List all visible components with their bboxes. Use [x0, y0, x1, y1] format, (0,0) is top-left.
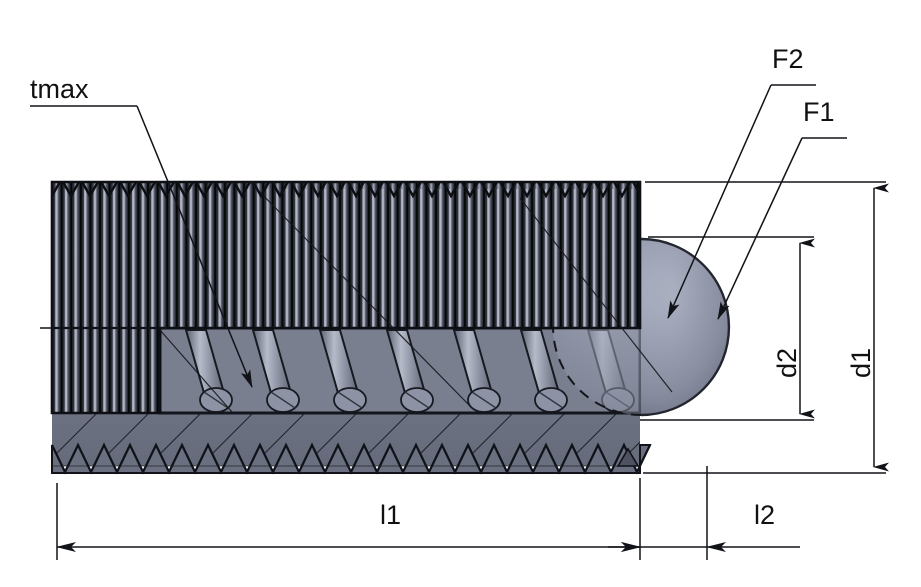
dimension-d1 [643, 181, 889, 474]
label-l2: l2 [754, 500, 776, 530]
label-d1: d1 [846, 347, 876, 378]
dimension-F1 [717, 137, 847, 320]
dimension-l1 [56, 478, 641, 560]
bottom-thread-profile [51, 442, 652, 475]
label-d2: d2 [772, 347, 802, 378]
f2-leader-line [667, 84, 772, 319]
dimension-d2 [640, 236, 815, 421]
label-tmax: tmax [30, 74, 89, 104]
tmax-leader-line [136, 105, 253, 388]
construction-lines [159, 181, 673, 413]
label-F2: F2 [772, 44, 804, 74]
dimension-l2 [608, 466, 800, 560]
label-F1: F1 [803, 97, 835, 127]
dimension-tmax [30, 105, 253, 388]
label-l1: l1 [380, 500, 402, 530]
dimension-F2 [667, 84, 816, 319]
f1-leader-line [717, 137, 803, 320]
